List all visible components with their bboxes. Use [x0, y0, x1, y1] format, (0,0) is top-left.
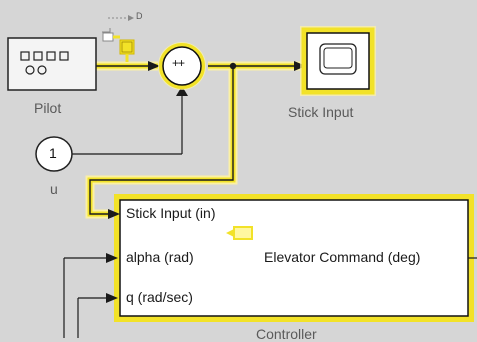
sum-signs: ++ [172, 56, 185, 70]
stick-input-scope-block[interactable] [300, 26, 376, 96]
pilot-label: Pilot [34, 100, 62, 116]
controller-output-elevator-command: Elevator Command (deg) [264, 249, 421, 265]
goto-tag-block[interactable] [102, 15, 135, 62]
signal-arrow [108, 209, 120, 219]
sum-block[interactable] [158, 42, 206, 90]
controller-input-stick-input: Stick Input (in) [126, 205, 216, 221]
signal-arrow [176, 86, 188, 96]
controller-input-q: q (rad/sec) [126, 289, 193, 305]
stick-input-label: Stick Input [288, 104, 354, 120]
pilot-block[interactable] [7, 37, 97, 91]
controller-input-alpha: alpha (rad) [126, 249, 194, 265]
highlighted-signal[interactable] [85, 61, 300, 219]
inport-u-block[interactable] [35, 136, 73, 172]
signal-arrow [106, 253, 118, 263]
branch-point [229, 62, 237, 70]
controller-preview-highlight [226, 226, 253, 240]
controller-block[interactable] [114, 194, 474, 322]
goto-tag-label: D [136, 11, 143, 21]
inport-number: 1 [49, 145, 57, 161]
controller-label: Controller [256, 326, 317, 342]
scope-icon [319, 43, 357, 75]
signal-lines[interactable] [63, 94, 477, 338]
signal-arrow [148, 61, 160, 71]
pilot-icon [20, 51, 69, 75]
inport-u-label: u [50, 181, 58, 197]
signal-arrow [106, 293, 118, 303]
